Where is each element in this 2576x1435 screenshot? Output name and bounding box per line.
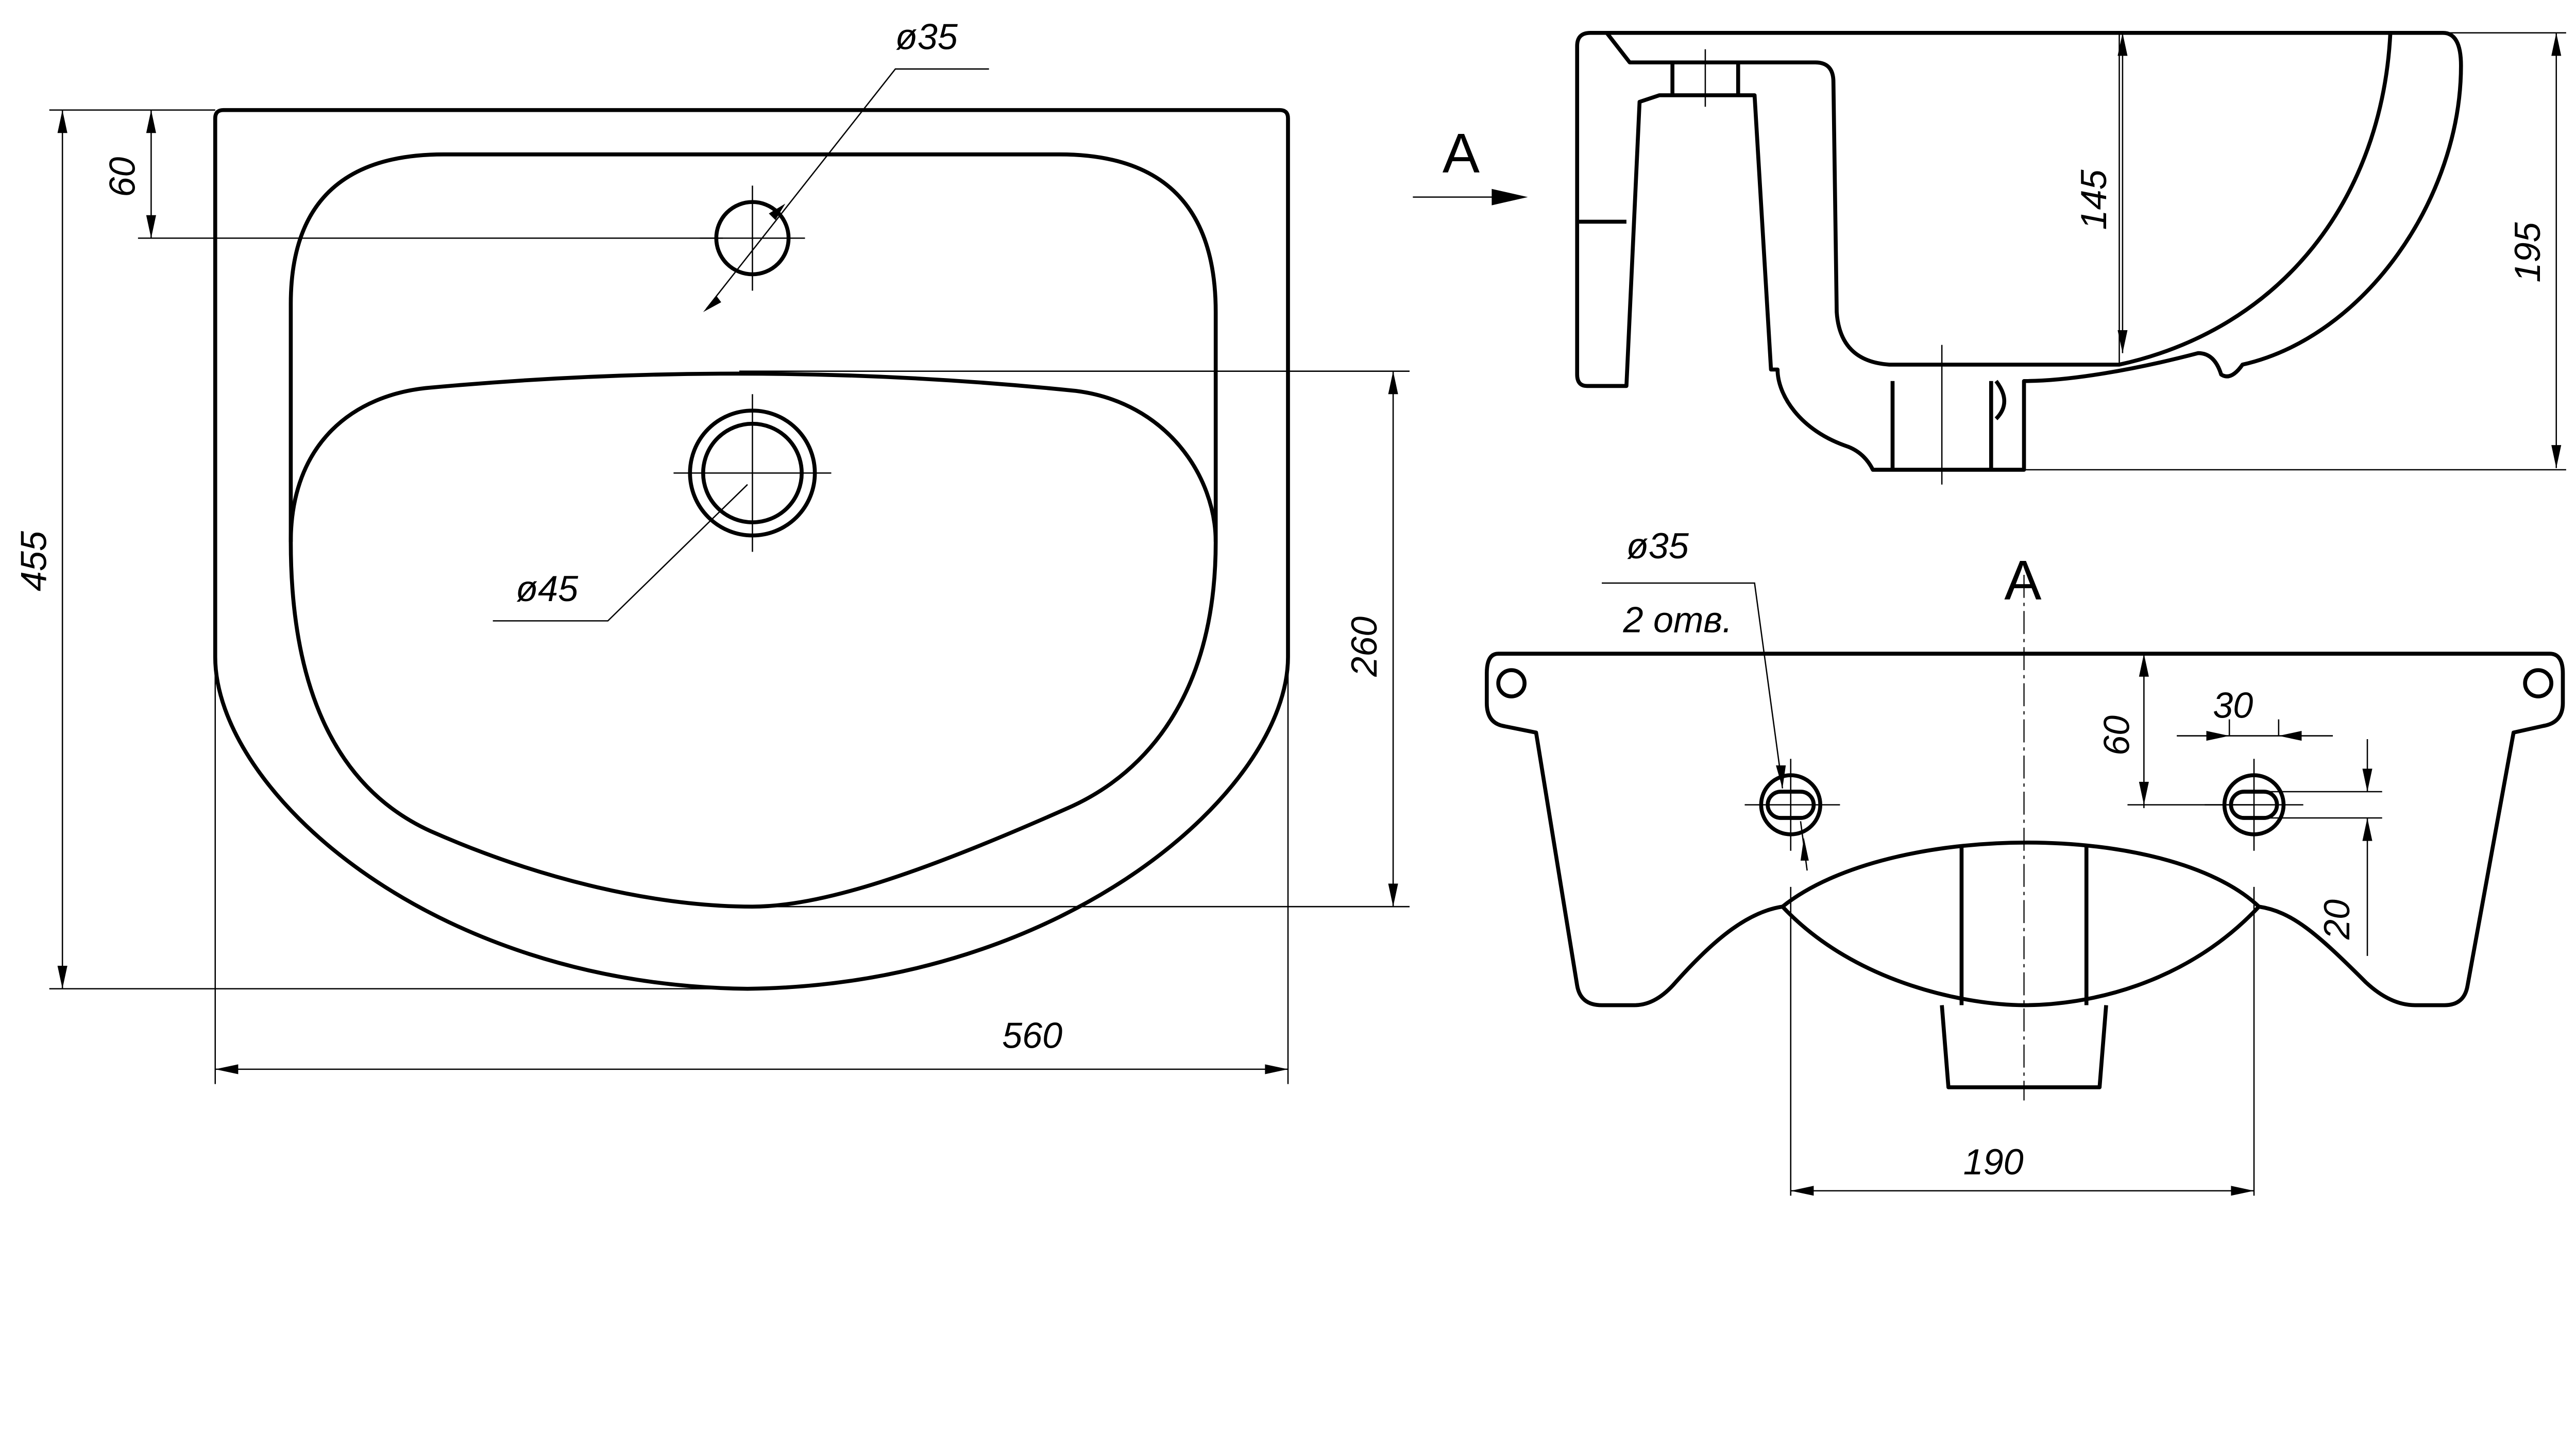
front-centerlines	[1744, 759, 2303, 851]
bowl-height-label: 145	[2073, 169, 2114, 230]
view-a-marker: A	[1443, 122, 1480, 184]
front-dimension-lines	[1790, 654, 2382, 1196]
leader-lines	[493, 68, 989, 622]
bowl-outline	[289, 371, 1218, 909]
drawing-canvas: ø35 60 455 ø45 260 560 A 145 195 A	[13, 16, 2566, 1196]
centerlines	[673, 185, 832, 552]
front-view-title: A	[2004, 549, 2042, 611]
mount-slot-width-label: 20	[2316, 899, 2357, 940]
mount-hole-count-label: 2 отв.	[1623, 600, 1733, 640]
side-details	[1577, 62, 2007, 470]
wall-mount-hole-left	[1496, 668, 1527, 698]
view-arrow-head	[1492, 189, 1528, 206]
bowl-depth-label: 260	[1344, 617, 1384, 677]
side-outline	[1575, 30, 2463, 472]
overall-depth-label: 455	[13, 531, 54, 591]
arrowheads	[57, 110, 1398, 1074]
front-bowl-lower	[1781, 905, 2261, 1007]
side-view: A 145 195	[1413, 30, 2566, 485]
tap-hole-dia-label: ø35	[895, 16, 958, 57]
drain-dia-label: ø45	[516, 568, 579, 609]
side-bowl-inner	[1605, 31, 2393, 367]
side-arrowheads	[2117, 32, 2562, 468]
tap-hole-offset-label: 60	[101, 157, 142, 197]
mount-hole-spacing-label: 190	[1963, 1141, 2024, 1182]
mount-hole-offset-label: 60	[2096, 715, 2137, 756]
front-outline	[1485, 652, 2565, 1007]
drain-pipe	[1940, 846, 2108, 1089]
basin-outline	[213, 108, 1290, 991]
front-view: A ø35 2 отв. 60 30 20 190	[1485, 525, 2565, 1196]
basin-rim-inner	[289, 152, 1218, 542]
front-arrowheads	[1776, 654, 2372, 1196]
extension-lines	[49, 109, 1410, 1084]
mount-hole-dia-label: ø35	[1626, 525, 1689, 566]
top-view: ø35 60 455 ø45 260 560	[13, 16, 1410, 1084]
side-extension-lines	[1704, 32, 2566, 485]
overall-height-label: 195	[2507, 221, 2548, 282]
wall-mount-hole-right	[2523, 668, 2553, 698]
side-dimension-lines	[2122, 32, 2557, 468]
overall-width-label: 560	[1002, 1015, 1062, 1055]
dimension-lines	[61, 110, 1394, 1070]
mount-slot-length-label: 30	[2213, 685, 2253, 725]
